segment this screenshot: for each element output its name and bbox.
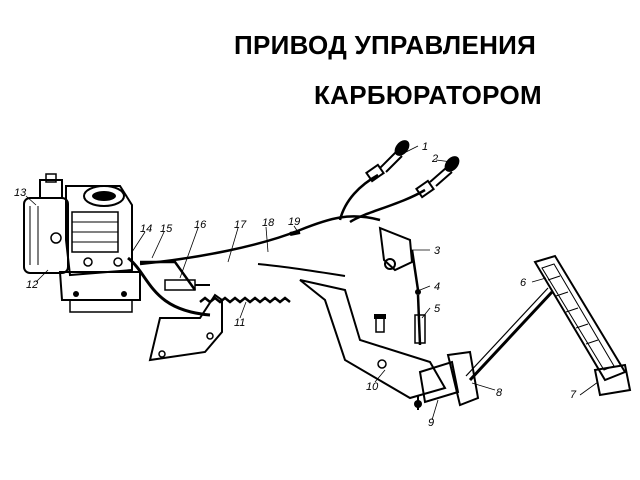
accelerator-pedal	[533, 254, 632, 397]
bracket	[148, 293, 223, 362]
hand-control	[338, 140, 460, 224]
control-cable	[139, 215, 381, 277]
callout-14: 14	[140, 223, 152, 235]
callout-6: 6	[520, 277, 527, 289]
carburetor	[23, 173, 141, 313]
lever-assembly	[378, 226, 426, 346]
callout-13: 13	[14, 187, 27, 199]
floor-bracket	[299, 279, 447, 400]
callout-19: 19	[288, 216, 300, 228]
callout-17: 17	[234, 219, 247, 231]
callout-3: 3	[434, 245, 441, 257]
pedal-pivot	[414, 350, 480, 410]
callout-4: 4	[434, 281, 440, 293]
callout-1: 1	[422, 141, 428, 153]
callout-11: 11	[234, 317, 245, 329]
callout-2: 2	[431, 153, 438, 165]
pedal-rod	[468, 290, 554, 382]
callout-9: 9	[428, 417, 434, 429]
callout-8: 8	[496, 387, 503, 399]
callout-16: 16	[194, 219, 207, 231]
pedal-rod-edge	[465, 287, 549, 377]
callout-15: 15	[160, 223, 173, 235]
leader-lines	[25, 145, 599, 421]
title-line-2: КАРБЮРАТОРОМ	[314, 80, 542, 110]
title-line-1: ПРИВОД УПРАВЛЕНИЯ	[234, 30, 537, 60]
callout-12: 12	[26, 279, 38, 291]
callout-18: 18	[262, 217, 275, 229]
callout-7: 7	[570, 389, 577, 401]
callout-5: 5	[434, 303, 441, 315]
return-spring	[199, 296, 291, 304]
callout-10: 10	[366, 381, 379, 393]
